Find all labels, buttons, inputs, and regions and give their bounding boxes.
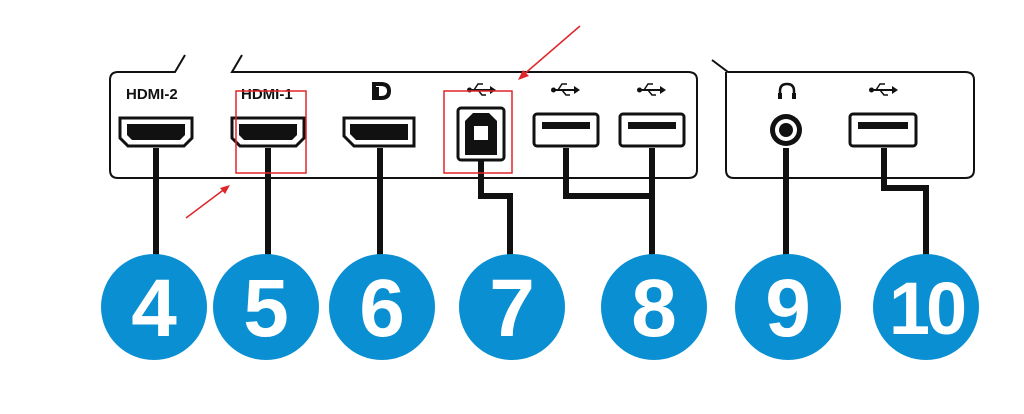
arrow-icon (185, 185, 230, 219)
connector-line-8 (563, 148, 655, 262)
badge-circle (873, 254, 979, 360)
usb-trident-icon (551, 83, 580, 96)
usb-b-port-icon (456, 106, 506, 162)
connector-line-7 (478, 160, 513, 262)
usb-trident-icon (637, 83, 666, 96)
port-badge-6: 6 (329, 254, 435, 360)
hdmi-1-label: HDMI-1 (241, 86, 293, 103)
usb-trident-icon (467, 83, 496, 96)
badge-number: 5 (243, 263, 289, 354)
highlight-box-usb-b (443, 90, 513, 174)
port-badge-5: 5 (213, 254, 319, 360)
hdmi-port-icon (118, 116, 194, 148)
displayport-logo-icon (372, 82, 391, 100)
port-badge-8: 8 (601, 254, 707, 360)
badge-number: 6 (359, 263, 405, 354)
headphone-icon (778, 82, 796, 99)
usb-a-port-icon (848, 112, 918, 148)
badge-circle (735, 254, 841, 360)
badge-circle (329, 254, 435, 360)
usb-a-port-icon (618, 112, 686, 148)
connector-line-10 (881, 148, 929, 262)
main-panel-outline (109, 54, 698, 179)
badge-circle (101, 254, 207, 360)
hdmi-2-label: HDMI-2 (126, 86, 178, 103)
badge-number: 7 (489, 263, 535, 354)
port-badge-7: 7 (459, 254, 565, 360)
headphone-jack-icon (770, 114, 802, 146)
port-badge-4: 4 (101, 254, 207, 360)
hdmi-port-icon (230, 116, 306, 148)
usb-a-port-icon (532, 112, 600, 148)
port-badge-9: 9 (735, 254, 841, 360)
badge-number: 4 (131, 263, 177, 354)
arrow-icon (518, 25, 581, 80)
badge-number: 9 (765, 263, 811, 354)
highlight-box-hdmi-1 (235, 90, 307, 174)
port-badge-10: 10 (873, 254, 979, 360)
badge-number: 10 (889, 267, 965, 350)
displayport-icon (342, 116, 416, 148)
badge-circle (601, 254, 707, 360)
badge-number: 8 (631, 263, 677, 354)
badge-circle (213, 254, 319, 360)
usb-trident-icon (869, 83, 898, 96)
side-panel-outline (711, 59, 975, 179)
badge-circle (459, 254, 565, 360)
connector-lines (153, 148, 929, 262)
